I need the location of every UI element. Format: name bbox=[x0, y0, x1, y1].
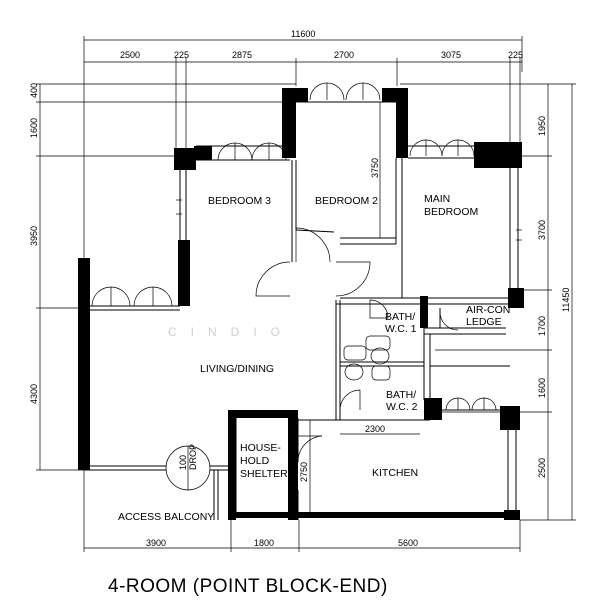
dim-left-1: 400 bbox=[29, 83, 39, 98]
dim-right-5: 2500 bbox=[537, 458, 547, 478]
dim-top-4: 2700 bbox=[334, 50, 354, 60]
top-dimension-lines bbox=[83, 36, 523, 470]
right-dimension-lines bbox=[400, 83, 576, 521]
bath-fixtures bbox=[343, 335, 391, 381]
dim-left-4: 4300 bbox=[29, 384, 39, 404]
dim-top-5: 3075 bbox=[441, 50, 461, 60]
dim-top-total: 11600 bbox=[291, 29, 315, 39]
dim-bottom-1: 3900 bbox=[146, 538, 166, 548]
left-dimension-lines bbox=[36, 83, 296, 471]
label-living-dining: LIVING/DINING bbox=[200, 363, 274, 375]
dim-right-total: 11450 bbox=[561, 288, 571, 312]
dim-bottom-3: 5600 bbox=[398, 538, 418, 548]
dim-left-3: 3950 bbox=[29, 226, 39, 246]
label-access-balcony: ACCESS BALCONY bbox=[118, 511, 214, 523]
dim-bottom-2: 1800 bbox=[254, 538, 274, 548]
dim-shelter-depth: 2750 bbox=[299, 462, 309, 482]
bottom-dimension-lines bbox=[83, 470, 521, 552]
label-bath1-a: BATH/ bbox=[385, 311, 415, 323]
label-shelter-c: SHELTER bbox=[240, 468, 288, 480]
dim-bedroom2-depth: 3750 bbox=[370, 158, 380, 178]
label-main-bedroom-1: MAIN bbox=[424, 193, 450, 205]
label-shelter-b: HOLD bbox=[240, 455, 270, 467]
dim-right-4: 1600 bbox=[537, 378, 547, 398]
label-main-bedroom-2: BEDROOM bbox=[424, 206, 478, 218]
dim-right-2: 3700 bbox=[537, 220, 547, 240]
dim-right-1: 1950 bbox=[537, 116, 547, 136]
dim-top-6: 225 bbox=[508, 50, 523, 60]
dim-top-2: 225 bbox=[174, 50, 189, 60]
windows bbox=[91, 82, 522, 411]
label-aircon-a: AIR-CON bbox=[466, 304, 510, 316]
label-bath1-b: W.C. 1 bbox=[385, 323, 417, 335]
label-bath2-b: W.C. 2 bbox=[386, 401, 418, 413]
dim-top-1: 2500 bbox=[120, 50, 140, 60]
label-door-drop-a: 100 bbox=[178, 455, 188, 470]
dim-top-3: 2875 bbox=[232, 50, 252, 60]
dim-right-3: 1700 bbox=[537, 316, 547, 336]
label-aircon-b: LEDGE bbox=[466, 316, 502, 328]
label-bath2-a: BATH/ bbox=[386, 389, 416, 401]
dim-bath-width: 2300 bbox=[365, 424, 385, 434]
label-door-drop-b: DROP bbox=[188, 444, 198, 470]
dim-left-2: 1600 bbox=[29, 118, 39, 138]
doors bbox=[165, 227, 459, 491]
label-bedroom3: BEDROOM 3 bbox=[208, 195, 271, 207]
watermark: CINDIO bbox=[168, 325, 294, 339]
plan-title: 4-ROOM (POINT BLOCK-END) bbox=[108, 576, 388, 597]
label-bedroom2: BEDROOM 2 bbox=[315, 195, 378, 207]
label-kitchen: KITCHEN bbox=[372, 467, 418, 479]
walls bbox=[78, 88, 524, 520]
label-shelter-a: HOUSE- bbox=[240, 442, 281, 454]
